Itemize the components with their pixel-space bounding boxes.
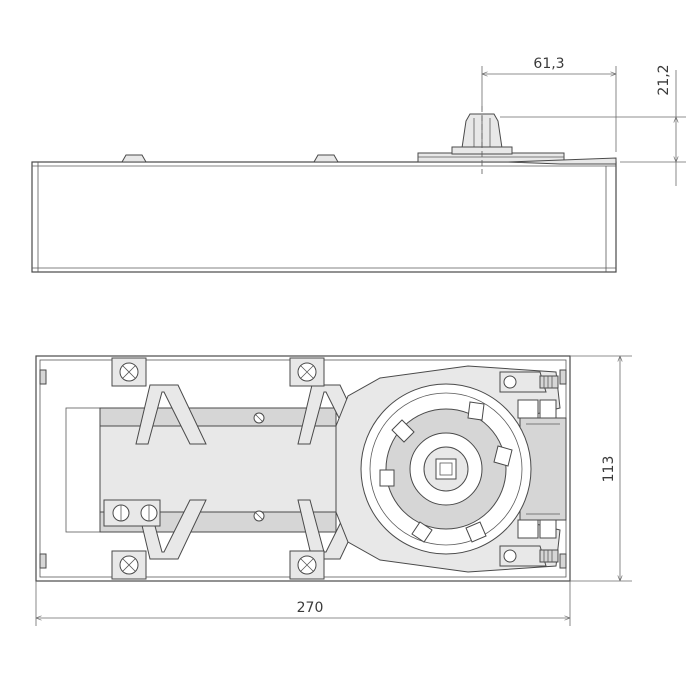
valve-screw-bottom bbox=[499, 545, 559, 567]
dimension-label-113: 113 bbox=[601, 456, 617, 483]
top-view-housing bbox=[35, 355, 571, 582]
fixing-screw-bottom-right bbox=[289, 550, 325, 580]
dimension-61-3: 61,3 bbox=[481, 56, 617, 152]
square-spindle-socket bbox=[435, 458, 457, 480]
dimension-21-2: 21,2 bbox=[500, 64, 686, 186]
side-view-body bbox=[31, 161, 617, 273]
fixing-screw-top-left bbox=[111, 357, 147, 387]
dimension-label-270: 270 bbox=[297, 600, 324, 616]
valve-block-top bbox=[517, 399, 557, 419]
small-screw-lower bbox=[253, 510, 265, 522]
dimension-label-21-2: 21,2 bbox=[656, 64, 672, 95]
valve-block-bottom bbox=[517, 519, 557, 539]
top-view bbox=[35, 355, 571, 582]
side-view bbox=[31, 106, 617, 273]
dimension-113: 113 bbox=[570, 355, 632, 582]
spring-left bbox=[135, 384, 207, 445]
fixing-screw-bottom-left bbox=[111, 550, 147, 580]
dimension-270: 270 bbox=[35, 581, 571, 626]
dimension-label-61-3: 61,3 bbox=[533, 56, 564, 72]
side-screw-head-left bbox=[121, 154, 147, 163]
small-screw-upper bbox=[253, 412, 265, 424]
side-screw-head-middle bbox=[313, 154, 339, 163]
valve-screw-top bbox=[499, 371, 559, 393]
fixing-screw-top-right bbox=[289, 357, 325, 387]
adjusting-screw-pair bbox=[103, 499, 161, 527]
